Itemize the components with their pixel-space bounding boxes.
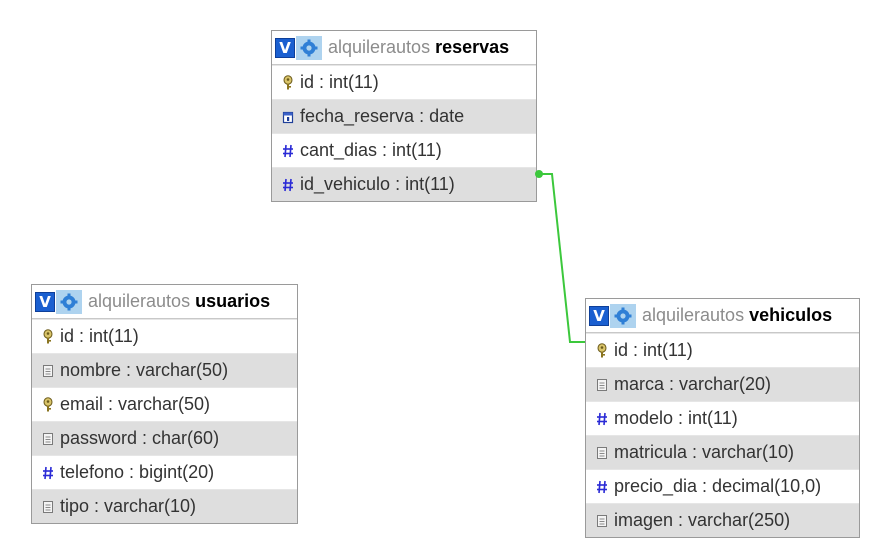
column-label: cant_dias : int(11) [300, 140, 442, 160]
column-list: id : int(11) nombre : varchar(50) email : … [32, 319, 297, 523]
column-label: id_vehiculo : int(11) [300, 174, 455, 194]
toggle-columns-button[interactable]: V [275, 37, 295, 58]
text-icon [592, 446, 612, 460]
column-label: fecha_reserva : date [300, 106, 465, 126]
column-row[interactable]: email : varchar(50) [32, 387, 297, 421]
column-row[interactable]: telefono : bigint(20) [32, 455, 297, 489]
column-label: password : char(60) [60, 428, 220, 448]
gear-icon[interactable] [610, 303, 636, 328]
column-label: id : int(11) [60, 326, 139, 346]
column-label: imagen : varchar(250) [614, 510, 791, 530]
key-icon [278, 74, 298, 91]
table-name: reservas [435, 37, 510, 57]
hash-icon [592, 412, 612, 426]
column-row[interactable]: id : int(11) [586, 333, 859, 367]
column-label: tipo : varchar(10) [60, 496, 197, 516]
database-name: alquilerautos [328, 37, 431, 57]
column-row[interactable]: matricula : varchar(10) [586, 435, 859, 469]
column-row[interactable]: password : char(60) [32, 421, 297, 455]
column-label: nombre : varchar(50) [60, 360, 229, 380]
column-label: email : varchar(50) [60, 394, 211, 414]
hash-icon [278, 178, 298, 192]
column-label: marca : varchar(20) [614, 374, 772, 394]
toggle-columns-button[interactable]: V [589, 305, 609, 326]
column-row[interactable]: id : int(11) [32, 319, 297, 353]
column-row[interactable]: nombre : varchar(50) [32, 353, 297, 387]
key-icon [592, 342, 612, 359]
text-icon [38, 500, 58, 514]
toggle-columns-button[interactable]: V [35, 291, 55, 312]
key-icon [38, 396, 58, 413]
gear-icon[interactable] [296, 35, 322, 60]
hash-icon [38, 466, 58, 480]
text-icon [38, 432, 58, 446]
column-label: id : int(11) [614, 340, 693, 360]
table-name: vehiculos [749, 305, 833, 325]
column-label: id : int(11) [300, 72, 379, 92]
column-row[interactable]: id_vehiculo : int(11) [272, 167, 536, 201]
database-name: alquilerautos [88, 291, 191, 311]
column-row[interactable]: tipo : varchar(10) [32, 489, 297, 523]
column-row[interactable]: imagen : varchar(250) [586, 503, 859, 537]
calendar-icon [278, 110, 298, 124]
text-icon [38, 364, 58, 378]
column-label: precio_dia : decimal(10,0) [614, 476, 822, 496]
column-label: matricula : varchar(10) [614, 442, 795, 462]
column-row[interactable]: modelo : int(11) [586, 401, 859, 435]
table-name: usuarios [195, 291, 271, 311]
column-label: telefono : bigint(20) [60, 462, 215, 482]
gear-icon[interactable] [56, 289, 82, 314]
column-row[interactable]: cant_dias : int(11) [272, 133, 536, 167]
column-list: id : int(11) fecha_reserva : date cant_dia… [272, 65, 536, 201]
key-icon [38, 328, 58, 345]
database-name: alquilerautos [642, 305, 745, 325]
hash-icon [278, 144, 298, 158]
column-list: id : int(11) marca : varchar(20) modelo : … [586, 333, 859, 537]
column-row[interactable]: fecha_reserva : date [272, 99, 536, 133]
text-icon [592, 514, 612, 528]
hash-icon [592, 480, 612, 494]
column-row[interactable]: id : int(11) [272, 65, 536, 99]
column-row[interactable]: marca : varchar(20) [586, 367, 859, 401]
column-label: modelo : int(11) [614, 408, 738, 428]
column-row[interactable]: precio_dia : decimal(10,0) [586, 469, 859, 503]
text-icon [592, 378, 612, 392]
